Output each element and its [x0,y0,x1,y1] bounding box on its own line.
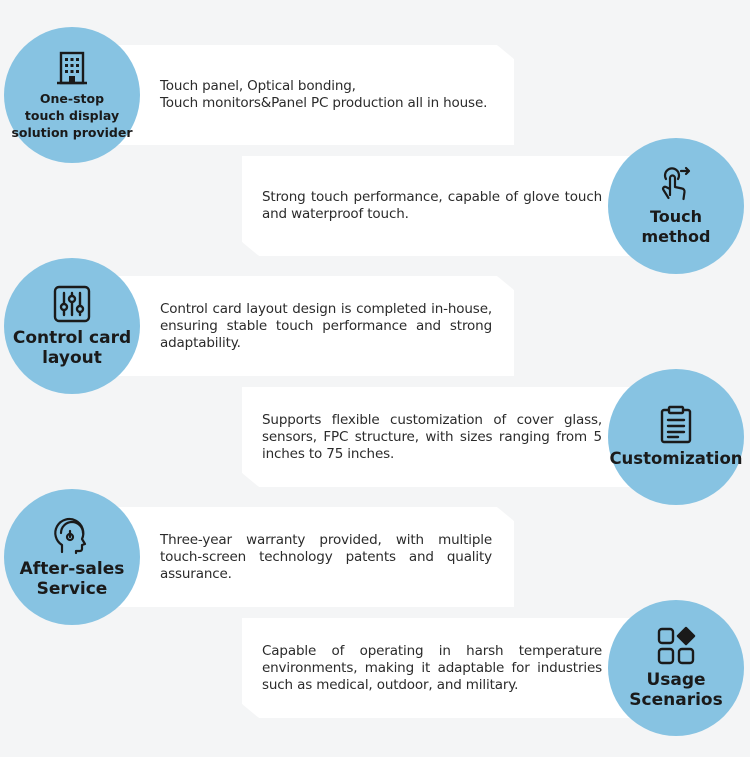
feature-description: Touch panel, Optical bonding, Touch moni… [160,78,488,111]
feature-row-one-stop: Touch panel, Optical bonding, Touch moni… [0,27,750,163]
feature-badge: After-sales Service [4,489,140,625]
feature-description: Supports flexible customization of cover… [262,411,602,462]
feature-badge: Control card layout [4,258,140,394]
building-icon [54,50,90,86]
feature-card: Strong touch performance, capable of glo… [242,156,666,256]
feature-row-touch-method: Strong touch performance, capable of glo… [0,138,750,274]
feature-description: Control card layout design is completed … [160,300,492,351]
feature-row-customization: Supports flexible customization of cover… [0,369,750,505]
feature-card: Control card layout design is completed … [90,276,514,376]
feature-title: Customization [609,449,743,468]
feature-description: Capable of operating in harsh temperatur… [262,642,602,693]
support-headset-icon [52,515,92,555]
feature-title: Touch method [641,207,711,246]
feature-card: Capable of operating in harsh temperatur… [242,618,666,718]
feature-title: Usage Scenarios [629,670,723,710]
feature-badge: Customization [608,369,744,505]
feature-row-usage: Capable of operating in harsh temperatur… [0,600,750,736]
apps-grid-icon [656,626,696,666]
feature-badge: One-stop touch display solution provider [4,27,140,163]
touch-gesture-icon [657,165,695,203]
sliders-icon [52,284,92,324]
feature-row-after-sales: Three-year warranty provided, with multi… [0,489,750,625]
feature-badge: Touch method [608,138,744,274]
feature-title: Control card layout [12,328,132,368]
feature-description: Three-year warranty provided, with multi… [160,531,492,582]
feature-title: After-sales Service [19,559,125,599]
feature-card: Three-year warranty provided, with multi… [90,507,514,607]
feature-card: Supports flexible customization of cover… [242,387,666,487]
feature-badge: Usage Scenarios [608,600,744,736]
feature-row-control-card: Control card layout design is completed … [0,258,750,394]
clipboard-icon [658,405,694,445]
feature-title: One-stop touch display solution provider [11,90,133,140]
feature-card: Touch panel, Optical bonding, Touch moni… [90,45,514,145]
feature-description: Strong touch performance, capable of glo… [262,189,602,222]
